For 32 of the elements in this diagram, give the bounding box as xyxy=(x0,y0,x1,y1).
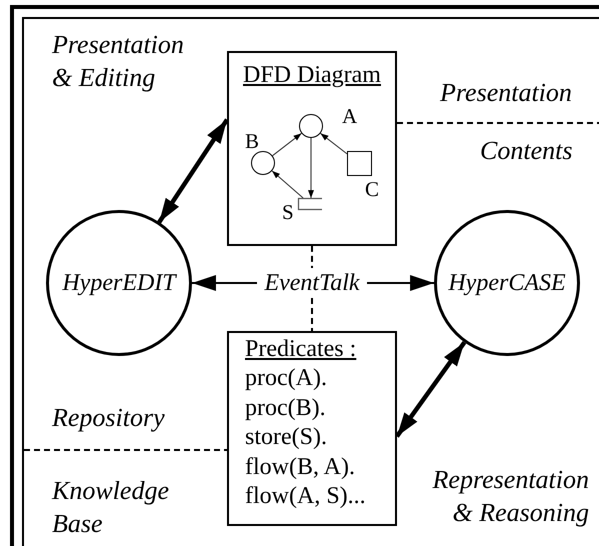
region-label: Repository xyxy=(52,402,166,434)
arrow xyxy=(308,137,314,199)
predicate-line: flow(B, A). xyxy=(245,452,356,482)
predicate-line: proc(B). xyxy=(245,394,327,422)
node-letter: C xyxy=(365,177,380,201)
region-label: Knowledge Base xyxy=(52,475,170,540)
panel-heading: DFD Diagram xyxy=(243,61,381,90)
region-label: Presentation xyxy=(440,77,573,109)
diagram-panel xyxy=(227,51,397,246)
predicate-line: store(S). xyxy=(245,423,328,452)
connector-label: EventTalk xyxy=(264,269,360,297)
dashed-line xyxy=(311,246,313,268)
predicate-line: proc(A). xyxy=(245,364,328,393)
node-letter: B xyxy=(245,129,260,153)
arrow xyxy=(320,132,348,154)
region-label: Contents xyxy=(480,135,574,167)
node-letter: S xyxy=(282,200,294,224)
dashed-line xyxy=(311,298,313,332)
double-arrow xyxy=(395,340,466,438)
component-name: HyperCASE xyxy=(448,269,566,297)
predicate-line: flow(A, S)... xyxy=(245,482,367,511)
double-arrow xyxy=(157,118,229,224)
diagram-panel xyxy=(227,331,397,526)
arrow xyxy=(272,132,302,156)
region-label: Presentation & Editing xyxy=(52,29,185,94)
arrow xyxy=(367,275,434,291)
arrow xyxy=(192,275,258,291)
arrow xyxy=(272,170,304,199)
node-letter: A xyxy=(342,104,358,128)
region-label: Representation & Reasoning xyxy=(431,464,589,529)
panel-heading: Predicates : xyxy=(245,335,358,364)
component-name: HyperEDIT xyxy=(62,269,176,297)
